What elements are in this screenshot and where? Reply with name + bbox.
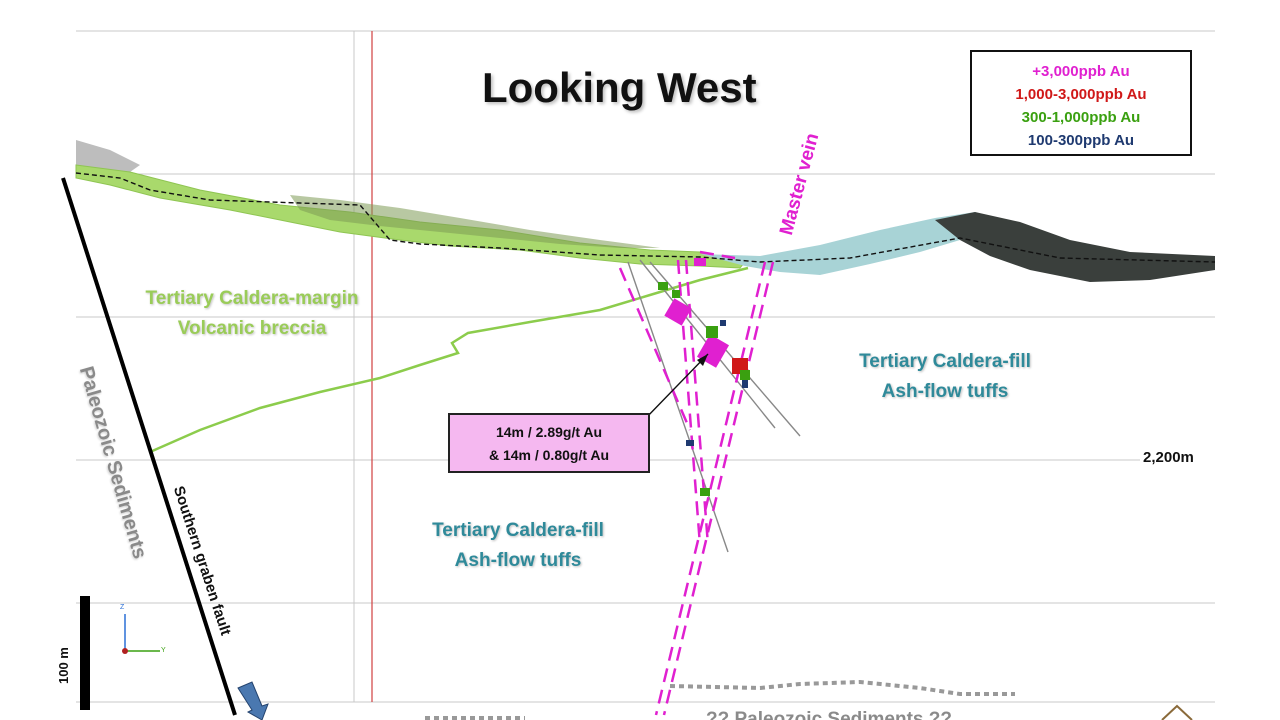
gray-surface-left	[76, 140, 140, 175]
scale-bar	[80, 596, 90, 710]
axis-triad	[122, 614, 160, 654]
axis-y-label: Y	[161, 647, 166, 654]
caldera-margin-line2: Volcanic breccia	[177, 318, 327, 339]
elevation-label: 2,200m	[1143, 449, 1194, 466]
legend-item-100-300: 100-300ppb Au	[1027, 132, 1135, 149]
legend-item-3000: +3,000ppb Au	[1032, 63, 1130, 80]
callout-line1: 14m / 2.89g/t Au	[495, 424, 603, 440]
southern-graben-fault	[61, 177, 237, 716]
callout-arrow	[643, 353, 709, 421]
fault-arrow	[237, 681, 269, 720]
caldera-margin-label: Tertiary Caldera-margin Volcanic breccia	[112, 284, 392, 344]
legend-item-300-1000: 300-1,000ppb Au	[1021, 109, 1141, 126]
grid-lines	[76, 30, 1215, 703]
north-marker-icon	[1161, 704, 1193, 720]
caldera-fill-right-line1: Tertiary Caldera-fill	[859, 351, 1031, 372]
callout-line2: & 14m / 0.80g/t Au	[488, 447, 610, 463]
paleozoic-contact	[425, 679, 1015, 720]
caldera-margin-contact	[149, 266, 749, 454]
dark-surface-right	[935, 212, 1215, 282]
legend-item-1000-3000: 1,000-3,000ppb Au	[1015, 86, 1147, 103]
intercept-callout: 14m / 2.89g/t Au & 14m / 0.80g/t Au	[448, 413, 650, 473]
axis-z-label: Z	[120, 604, 125, 611]
section-trace	[75, 172, 1216, 263]
scale-bar-label: 100 m	[56, 647, 71, 684]
bottom-paleozoic-label: ?? Paleozoic Sediments ??	[706, 709, 952, 720]
master-vein-trace	[618, 250, 775, 716]
legend-box: +3,000ppb Au 1,000-3,000ppb Au 300-1,000…	[970, 50, 1192, 156]
caldera-fill-right-line2: Ash-flow tuffs	[881, 381, 1009, 402]
page-title: Looking West	[482, 64, 757, 111]
light-blue-surface	[700, 212, 1010, 275]
caldera-fill-left-label: Tertiary Caldera-fill Ash-flow tuffs	[393, 516, 643, 576]
caldera-margin-line1: Tertiary Caldera-margin	[145, 288, 359, 309]
caldera-fill-right-label: Tertiary Caldera-fill Ash-flow tuffs	[820, 347, 1070, 407]
caldera-fill-left-line2: Ash-flow tuffs	[454, 550, 582, 571]
olive-shadow-surface	[290, 195, 660, 248]
caldera-fill-left-line1: Tertiary Caldera-fill	[432, 520, 604, 541]
